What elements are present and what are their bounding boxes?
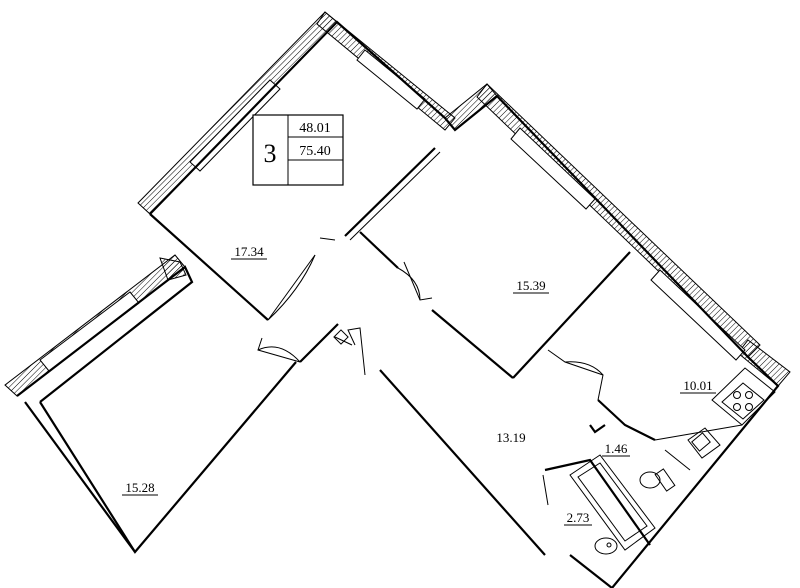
exterior-walls: [4, 11, 791, 397]
kitchen-fixtures: [654, 367, 776, 471]
exterior-wall-segment: [737, 339, 791, 387]
door-swing: [397, 267, 421, 301]
room-area: 17.34: [234, 244, 264, 259]
interior-walls: [16, 20, 780, 588]
bathroom-fixtures: [569, 454, 676, 555]
room-label-bedroom-top: 17.34: [231, 244, 267, 260]
room-label-living-room: 15.39: [513, 278, 549, 294]
door-swing: [267, 254, 316, 321]
column: [333, 329, 349, 345]
room-labels: 15.28 17.34 15.39 10.01 13.19 1.46 2.73: [122, 244, 716, 526]
total-area: 75.40: [299, 144, 331, 159]
stove-burner: [745, 391, 753, 399]
room-label-wc: 1.46: [602, 441, 630, 457]
door-swing: [257, 346, 301, 363]
window: [39, 291, 140, 372]
summary-badge: 3 48.01 75.40: [252, 114, 344, 186]
window: [510, 127, 596, 210]
room-label-bathroom: 2.73: [564, 510, 592, 526]
room-area: 10.01: [683, 378, 712, 393]
window: [356, 49, 426, 110]
toilet-icon: [639, 471, 661, 489]
room-area: 15.28: [125, 480, 154, 495]
living-area: 48.01: [299, 121, 331, 136]
washbasin-icon: [594, 537, 618, 555]
rooms-count: 3: [264, 139, 277, 168]
window: [650, 269, 746, 361]
room-label-bedroom-left: 15.28: [122, 480, 158, 496]
sink-basin: [691, 432, 711, 452]
room-area: 2.73: [567, 510, 590, 525]
stove-burner: [745, 403, 753, 411]
stove-burner: [733, 391, 741, 399]
bathtub-icon: [569, 454, 656, 551]
door-swing: [564, 361, 604, 376]
room-label-hallway: 13.19: [496, 430, 525, 445]
doors: [257, 254, 604, 376]
stove-icon: [721, 382, 765, 420]
exterior-wall-segment: [476, 83, 761, 358]
room-area: 1.46: [605, 441, 628, 456]
stove-burner: [733, 403, 741, 411]
room-label-kitchen: 10.01: [680, 378, 716, 394]
washbasin-drain: [606, 542, 612, 548]
bathtub-inner: [577, 462, 648, 542]
exterior-wall-segment: [159, 257, 187, 281]
kitchen-counter: [711, 367, 776, 426]
room-area: 15.39: [516, 278, 545, 293]
room-area: 13.19: [496, 430, 525, 445]
toilet-tank: [654, 468, 676, 492]
